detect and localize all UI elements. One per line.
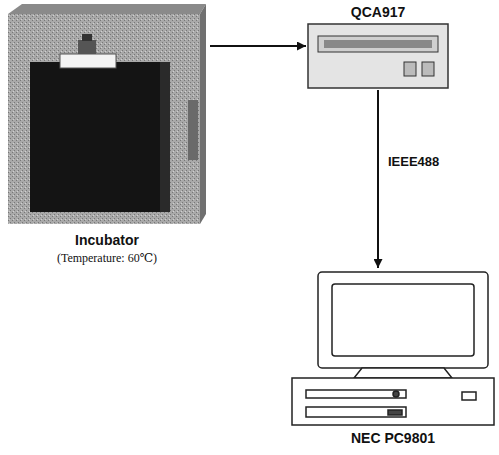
node: NEC PC9801 [290,268,496,452]
connector-arrow [210,45,306,47]
node-label: NEC PC9801 [290,430,496,446]
node: QCA917 [306,2,450,90]
edge-label: IEEE488 [386,154,441,169]
node: Incubator (Temperature: 60℃) [4,2,210,274]
incubator-figure [8,4,206,224]
computer-figure [292,272,494,425]
qca917-device [308,24,448,88]
node-label: Incubator [4,232,210,248]
node-label: QCA917 [306,4,450,20]
node-label: (Temperature: 60℃) [4,251,210,266]
connector-arrow [377,90,379,268]
